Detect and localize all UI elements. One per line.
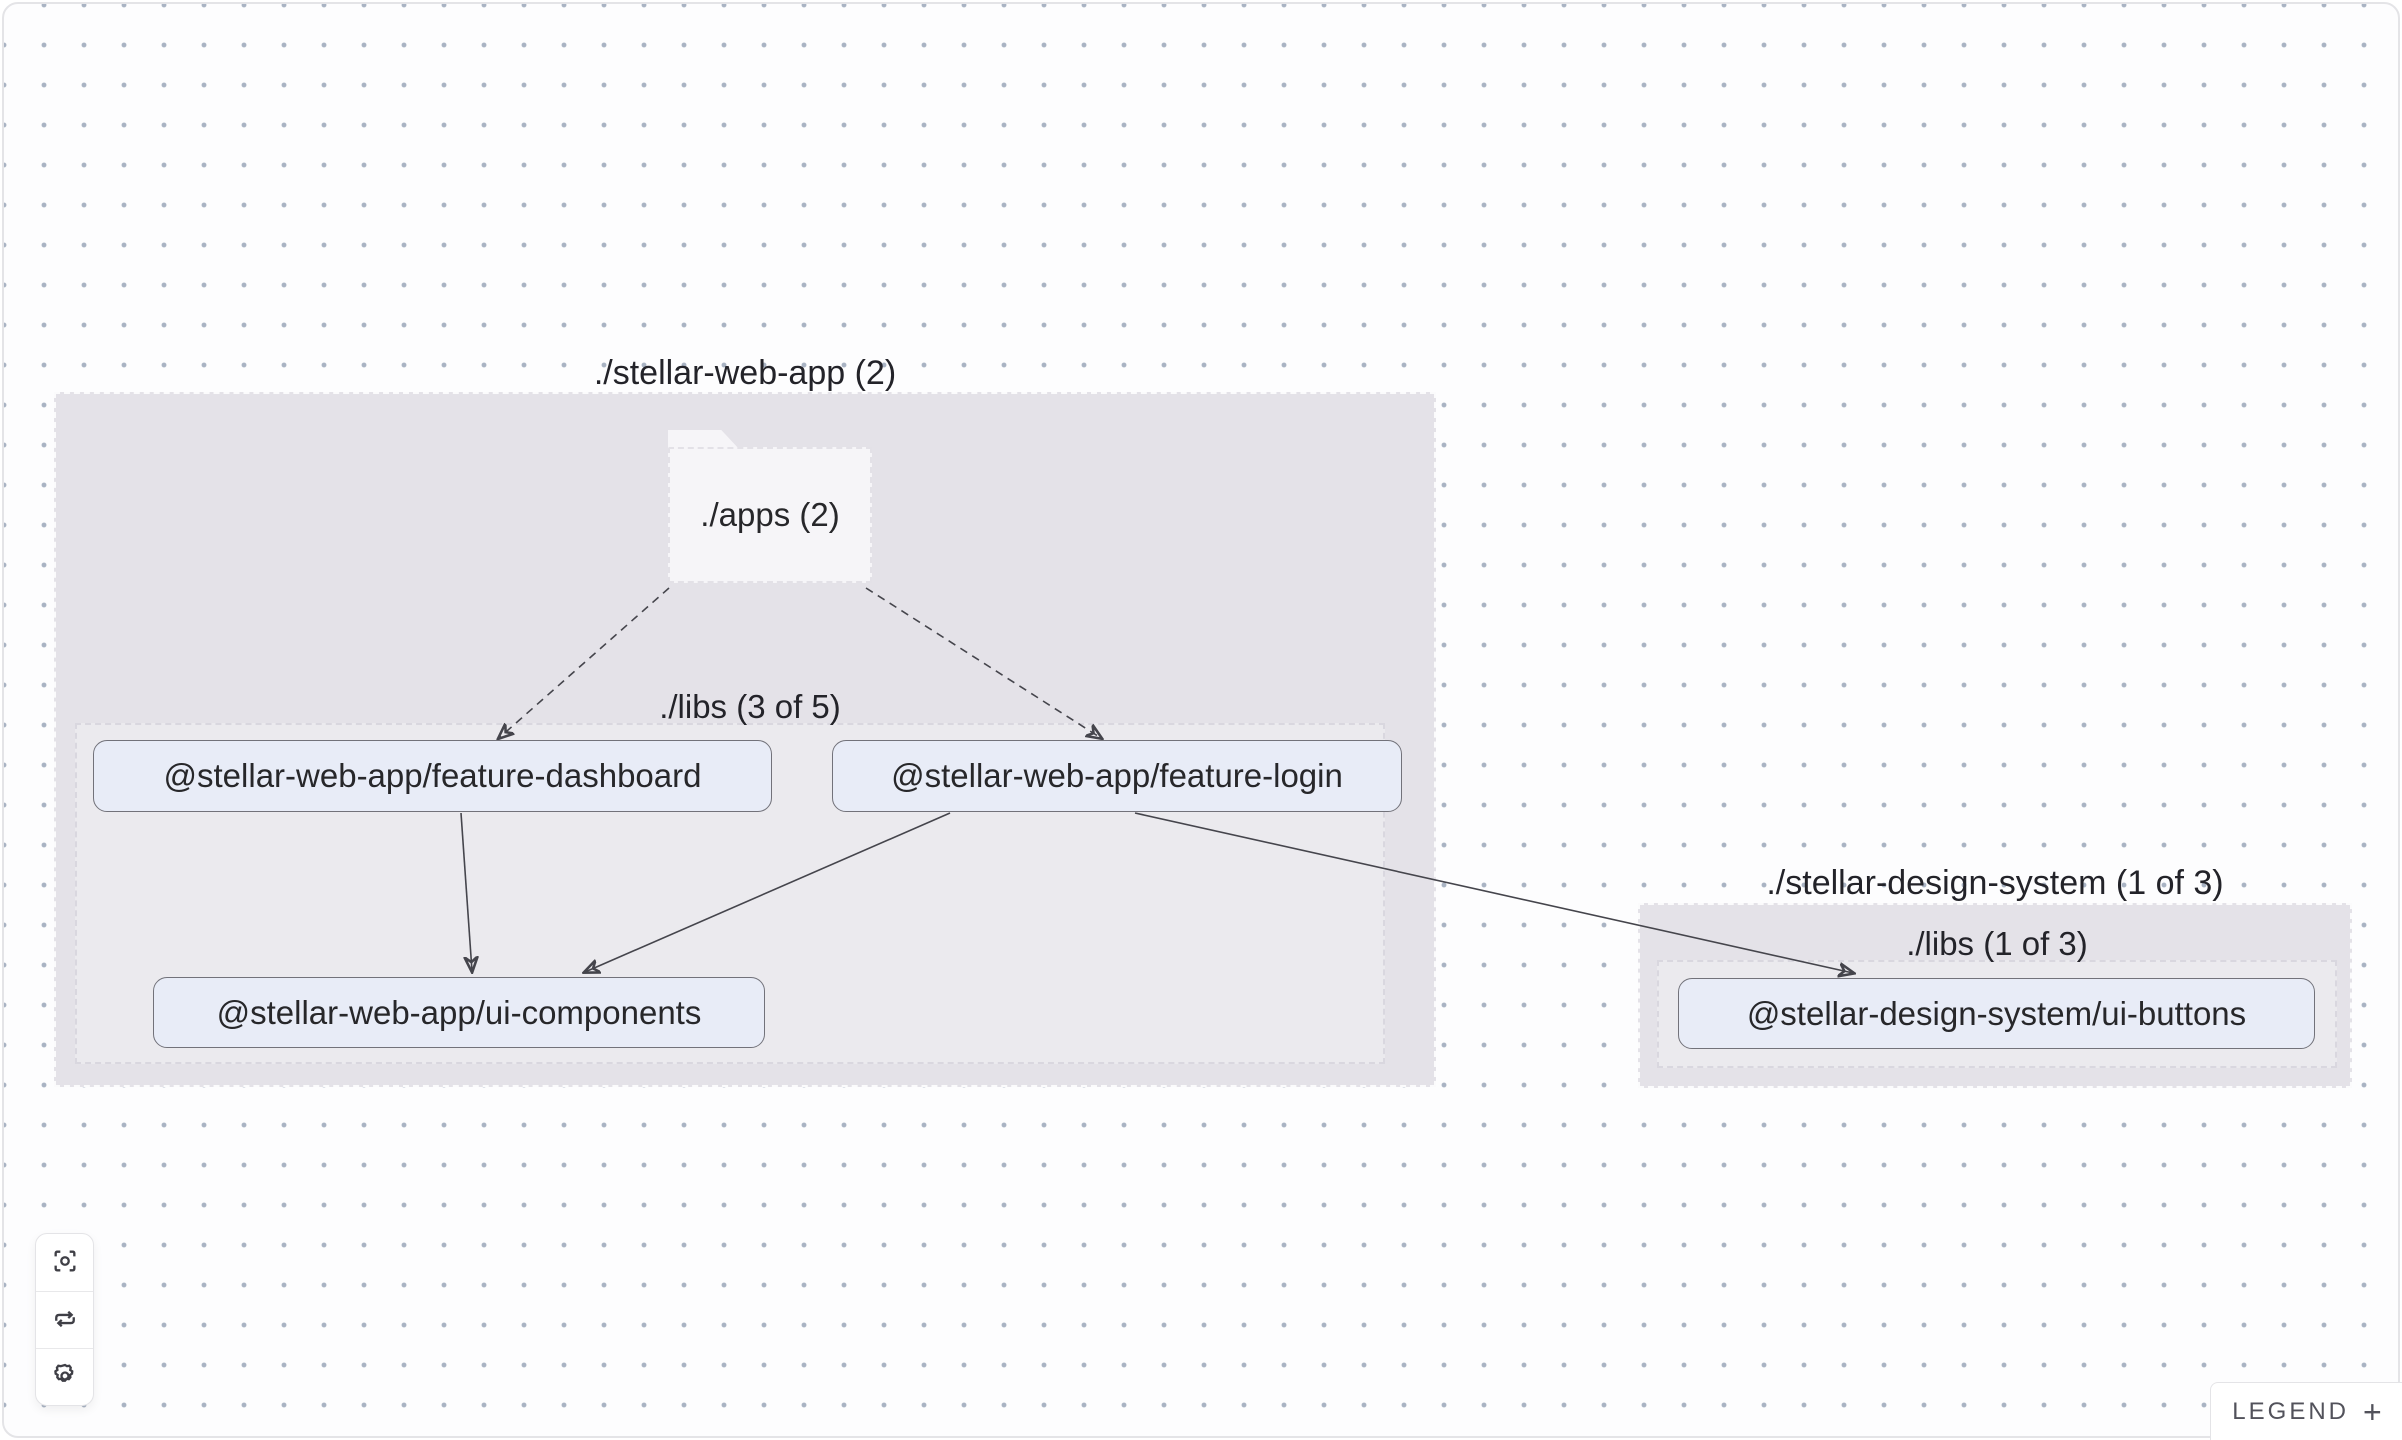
subgroup-label-design-libs: ./libs (1 of 3) [1906,925,2088,962]
legend-toggle-button[interactable]: LEGEND + [2210,1382,2402,1440]
node-ui-buttons[interactable]: @stellar-design-system/ui-buttons [1678,978,2315,1049]
settings-icon [51,1362,79,1393]
folder-tab [668,430,740,450]
graph-settings-button[interactable] [36,1348,93,1405]
node-ui-components[interactable]: @stellar-web-app/ui-components [153,977,765,1048]
node-feature-dashboard[interactable]: @stellar-web-app/feature-dashboard [93,740,772,812]
canvas-toolbar [35,1233,94,1406]
folder-node-apps[interactable]: ./apps (2) [668,430,872,583]
group-label-stellar-web-app: ./stellar-web-app (2) [593,354,897,392]
refresh-icon [51,1305,79,1336]
focus-icon [51,1247,79,1278]
folder-label: ./apps (2) [668,447,872,583]
plus-icon: + [2363,1394,2382,1430]
legend-label: LEGEND [2232,1398,2349,1425]
refresh-graph-button[interactable] [36,1291,93,1348]
subgroup-label-webapp-libs: ./libs (3 of 5) [659,688,841,725]
node-feature-login[interactable]: @stellar-web-app/feature-login [832,740,1402,812]
group-label-stellar-design-system: ./stellar-design-system (1 of 3) [1766,864,2224,902]
center-graph-button[interactable] [36,1234,93,1291]
